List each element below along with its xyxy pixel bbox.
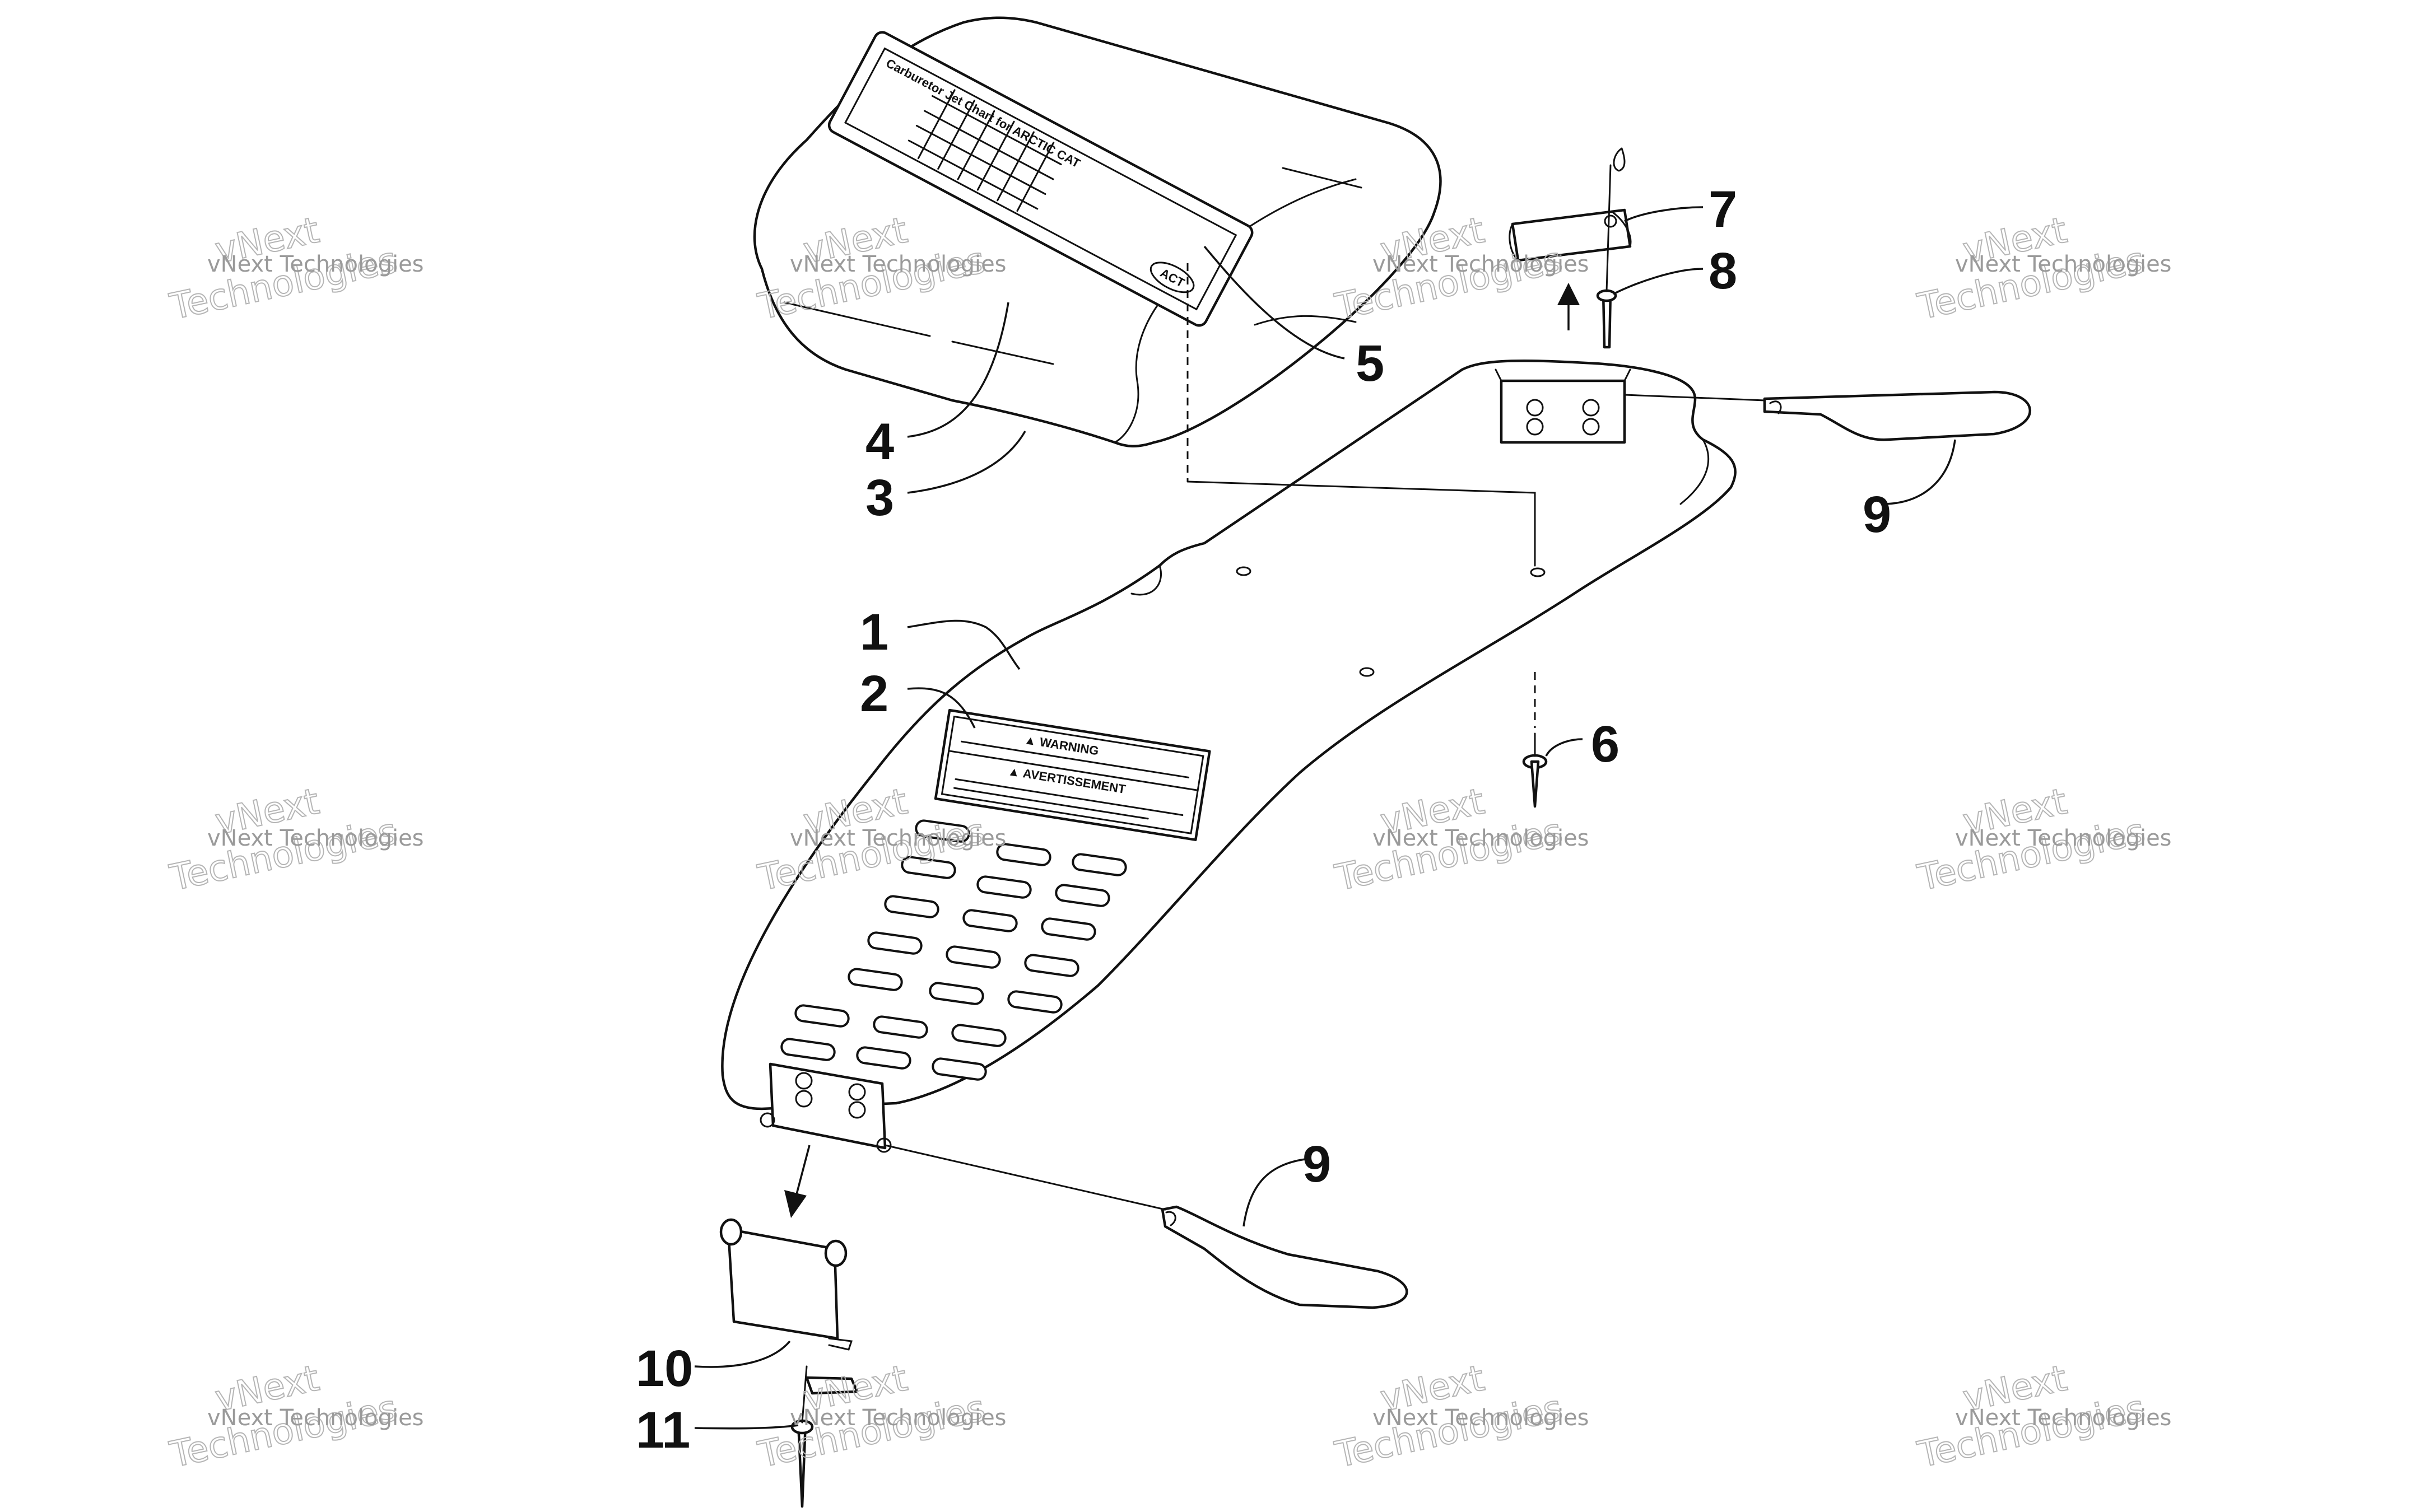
svg-text:vNext Technologies: vNext Technologies — [790, 251, 1007, 277]
svg-text:vNext Technologies: vNext Technologies — [1955, 251, 2172, 277]
rivet-top — [1596, 147, 1626, 349]
retaining-rod-bottom — [1161, 1205, 1408, 1309]
rivet-tray — [1522, 732, 1548, 808]
callout-leaders — [694, 206, 1956, 1430]
callout-9-bottom: 9 — [1302, 1136, 1331, 1193]
tray-hinge-bracket — [760, 1062, 892, 1153]
tray-top-bracket — [1495, 368, 1631, 444]
watermark-4: vNext Technologies vNext Technologies — [1914, 209, 2172, 328]
svg-text:vNext Technologies: vNext Technologies — [790, 1405, 1007, 1431]
svg-text:vNext Technologies: vNext Technologies — [1955, 825, 2172, 851]
assembly-lines — [884, 263, 1766, 1211]
svg-text:vNext Technologies: vNext Technologies — [207, 825, 424, 851]
svg-text:vNext Technologies: vNext Technologies — [1955, 1405, 2172, 1431]
svg-text:vNext Technologies: vNext Technologies — [207, 1405, 424, 1431]
assembly-arrow-up — [1557, 283, 1580, 305]
watermark-7: vNext Technologies vNext Technologies — [1331, 780, 1589, 899]
svg-text:vNext Technologies: vNext Technologies — [790, 825, 1007, 851]
callout-7: 7 — [1709, 181, 1737, 238]
watermark-11: vNext Technologies vNext Technologies — [1331, 1357, 1589, 1476]
callout-3: 3 — [865, 469, 894, 526]
hinge-clip-top — [1509, 208, 1632, 262]
jet-chart-grid — [908, 89, 1062, 212]
callout-5: 5 — [1356, 335, 1384, 392]
svg-text:vNext Technologies: vNext Technologies — [207, 251, 424, 277]
callout-numbers: 1 2 3 4 5 6 7 8 9 9 10 11 — [636, 181, 1891, 1459]
callout-11: 11 — [636, 1402, 690, 1459]
warning-decal: ▲ WARNING ▲ AVERTISSEMENT — [934, 708, 1211, 841]
assembly-arrow-down-shaft — [794, 1145, 811, 1199]
watermark-8: vNext Technologies vNext Technologies — [1914, 780, 2172, 899]
tray-vent-slots — [780, 819, 1127, 1081]
callout-4: 4 — [865, 413, 894, 470]
callout-10: 10 — [636, 1340, 693, 1397]
callout-1: 1 — [860, 604, 888, 661]
callout-2: 2 — [860, 665, 888, 722]
svg-text:vNext Technologies: vNext Technologies — [1372, 1405, 1589, 1431]
callout-8: 8 — [1709, 242, 1737, 300]
washer-bottom — [805, 1376, 859, 1395]
retaining-rod-top — [1763, 390, 2031, 441]
watermark-10: vNext Technologies vNext Technologies — [754, 1357, 1007, 1476]
hinge-clip-bottom — [719, 1218, 853, 1351]
svg-text:vNext Technologies: vNext Technologies — [1372, 251, 1589, 277]
watermark-1: vNext Technologies vNext Technologies — [166, 209, 424, 328]
svg-text:vNext Technologies: vNext Technologies — [1372, 825, 1589, 851]
assembly-arrow-down — [784, 1190, 807, 1218]
callout-9-top: 9 — [1863, 486, 1891, 543]
watermarks: vNext Technologies vNext Technologies vN… — [166, 209, 2172, 1476]
watermark-5: vNext Technologies vNext Technologies — [166, 780, 424, 899]
callout-6: 6 — [1591, 716, 1619, 773]
watermark-9: vNext Technologies vNext Technologies — [166, 1357, 424, 1476]
watermark-12: vNext Technologies vNext Technologies — [1914, 1357, 2172, 1476]
